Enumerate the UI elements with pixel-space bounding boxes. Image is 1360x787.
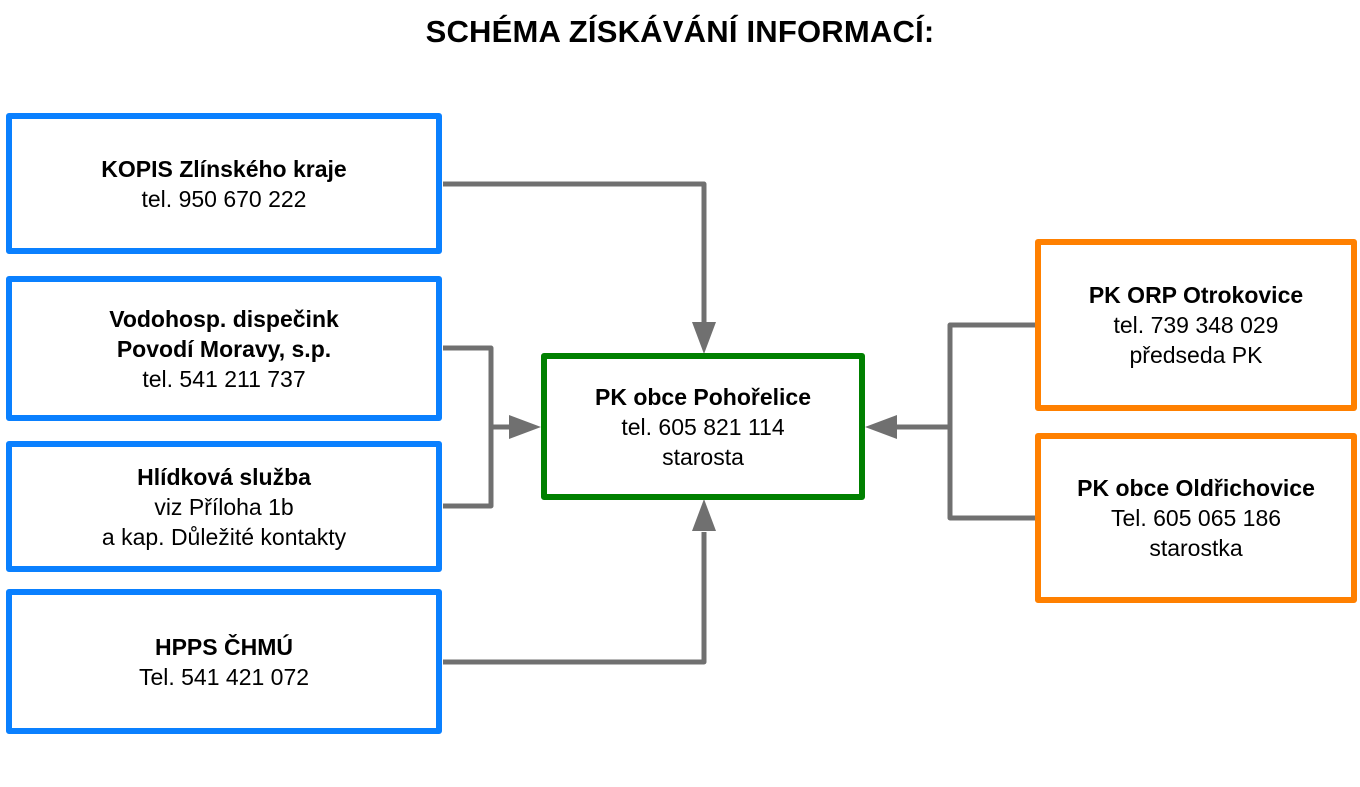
arrow-right-icon bbox=[509, 415, 541, 439]
peer-role: předseda PK bbox=[1129, 342, 1263, 368]
source-name: Vodohosp. dispečink bbox=[109, 305, 339, 332]
source-name: Povodí Moravy, s.p. bbox=[116, 335, 332, 362]
source-name: Hlídková služba bbox=[137, 463, 311, 490]
peer-name: PK ORP Otrokovice bbox=[1088, 282, 1304, 308]
center-role: starosta bbox=[662, 443, 744, 470]
peer-name: PK obce Oldřichovice bbox=[1077, 475, 1315, 501]
center-phone: tel. 605 821 114 bbox=[621, 413, 785, 440]
peer-phone: Tel. 605 065 186 bbox=[1110, 505, 1282, 531]
arrow-up-icon bbox=[692, 499, 716, 531]
source-kopis: KOPIS Zlínského kraje tel. 950 670 222 bbox=[6, 113, 442, 254]
arrow-left-icon bbox=[865, 415, 897, 439]
source-detail: a kap. Důležité kontakty bbox=[101, 523, 347, 550]
source-phone: tel. 541 211 737 bbox=[142, 365, 306, 392]
peer-pk-orp-otrokovice: PK ORP Otrokovice tel. 739 348 029 předs… bbox=[1035, 239, 1357, 411]
center-pk-pohorelice: PK obce Pohořelice tel. 605 821 114 star… bbox=[541, 353, 865, 500]
source-name: HPPS ČHMÚ bbox=[154, 633, 293, 660]
source-name: KOPIS Zlínského kraje bbox=[101, 155, 347, 182]
source-hpps-chmu: HPPS ČHMÚ Tel. 541 421 072 bbox=[6, 589, 442, 734]
peer-phone: tel. 739 348 029 bbox=[1113, 312, 1279, 338]
source-phone: tel. 950 670 222 bbox=[141, 185, 307, 212]
source-vodohosp: Vodohosp. dispečink Povodí Moravy, s.p. … bbox=[6, 276, 442, 421]
arrow-down-icon bbox=[692, 322, 716, 354]
center-name: PK obce Pohořelice bbox=[594, 383, 811, 410]
connector-kopis bbox=[443, 181, 707, 326]
connector-hlidkova bbox=[443, 427, 494, 509]
connector-vodohosp bbox=[443, 345, 494, 427]
source-hlidkova-sluzba: Hlídková služba viz Příloha 1b a kap. Dů… bbox=[6, 441, 442, 572]
connector-orp bbox=[947, 322, 1037, 521]
peer-role: starostka bbox=[1149, 535, 1243, 561]
source-phone: Tel. 541 421 072 bbox=[138, 663, 310, 690]
connector-hpps bbox=[443, 532, 707, 665]
peer-pk-oldrichovice: PK obce Oldřichovice Tel. 605 065 186 st… bbox=[1035, 433, 1357, 603]
source-detail: viz Příloha 1b bbox=[154, 493, 294, 520]
diagram-title: SCHÉMA ZÍSKÁVÁNÍ INFORMACÍ: bbox=[425, 14, 935, 49]
